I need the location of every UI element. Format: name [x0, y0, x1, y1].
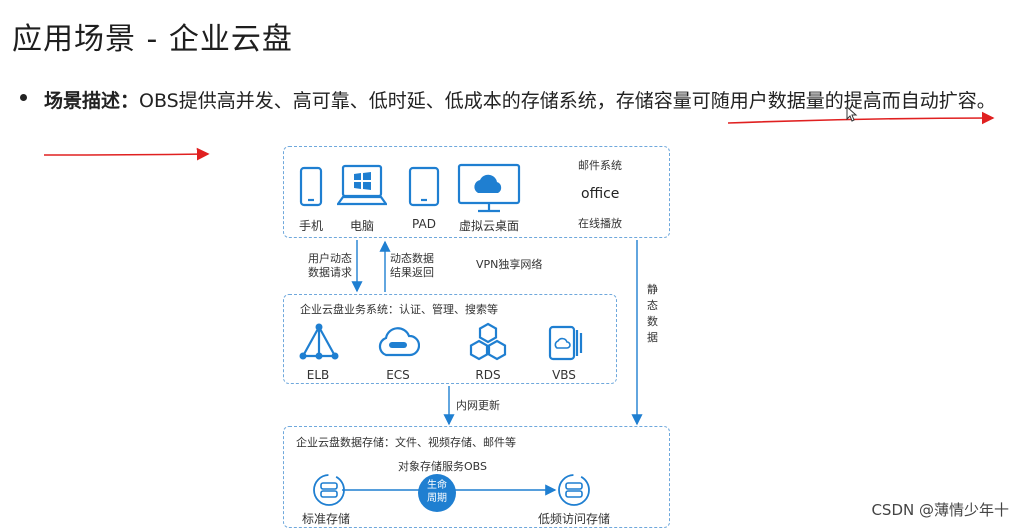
business-label-elb: ELB	[306, 368, 330, 382]
vpn-label: VPN独享网络	[476, 258, 543, 271]
service-office: office	[581, 186, 620, 202]
laptop-windows-icon	[337, 164, 387, 206]
storage-title: 企业云盘数据存储：文件、视频存储、邮件等	[296, 436, 516, 449]
red-underline-2	[43, 147, 210, 161]
intranet-label: 内网更新	[456, 399, 500, 412]
page-title: 应用场景 - 企业云盘	[12, 22, 293, 57]
vbs-icon	[548, 325, 583, 361]
service-playback: 在线播放	[578, 217, 622, 230]
device-label-phone: 手机	[298, 219, 323, 233]
business-label-vbs: VBS	[552, 368, 576, 382]
flow-return-label: 动态数据 结果返回	[390, 252, 434, 279]
business-label-ecs: ECS	[386, 368, 410, 382]
static-data-label: 静 态 数 据	[647, 283, 658, 344]
elb-icon	[299, 323, 339, 360]
standard-storage-icon	[313, 474, 345, 506]
business-title: 企业云盘业务系统：认证、管理、搜索等	[300, 303, 498, 316]
storage-right-label: 低频访问存储	[537, 512, 610, 526]
red-underline-1	[727, 111, 995, 125]
service-mail: 邮件系统	[578, 159, 622, 172]
flow-request-label: 用户动态 数据请求	[308, 252, 352, 279]
storage-left-label: 标准存储	[301, 512, 350, 526]
business-label-rds: RDS	[475, 368, 501, 382]
bullet-dot	[20, 94, 27, 101]
lifecycle-circle	[418, 474, 456, 512]
device-label-vdesktop: 虚拟云桌面	[458, 219, 519, 233]
obs-label: 对象存储服务OBS	[398, 460, 487, 473]
scenario-description: 场景描述：OBS提供高并发、高可靠、低时延、低成本的存储系统，存储容量可随用户数…	[44, 84, 1014, 118]
device-label-pad: PAD	[412, 217, 436, 231]
watermark: CSDN @薄情少年十	[871, 501, 1009, 519]
tablet-icon	[408, 166, 440, 207]
infrequent-storage-icon	[558, 474, 590, 506]
device-label-pc: 电脑	[349, 219, 374, 233]
scenario-label: 场景描述：	[44, 90, 140, 112]
scenario-text: OBS提供高并发、高可靠、低时延、低成本的存储系统，存储容量可随用户数据量的提高…	[139, 90, 996, 112]
ecs-icon	[378, 327, 420, 357]
lifecycle-label: 生命 周期	[427, 480, 447, 504]
cloud-desktop-icon	[457, 163, 521, 213]
phone-icon	[299, 166, 323, 207]
client-box	[283, 146, 670, 238]
rds-icon	[469, 322, 507, 361]
mouse-cursor-icon	[846, 106, 858, 122]
business-box	[283, 294, 617, 384]
